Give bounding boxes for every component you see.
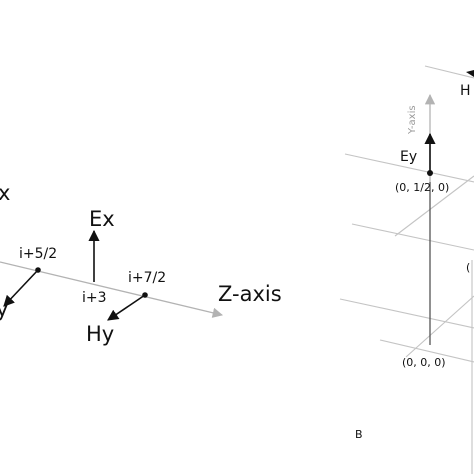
point-mid-y (427, 170, 433, 176)
z-axis-line (0, 261, 224, 318)
z-axis-label: Z-axis (218, 282, 282, 306)
grid-line-diagonal-lower (405, 295, 474, 358)
panel-letter-b: B (355, 428, 363, 441)
h-partial-label: H (460, 83, 471, 99)
point-label-origin: (0, 0, 0) (402, 356, 446, 369)
grid-line-bottom (379, 339, 474, 363)
grid-line-diagonal-upper (394, 175, 474, 237)
hy-label: Hy (86, 322, 114, 346)
ey-label: Ey (400, 149, 417, 165)
node-label-i-plus-7-2: i+7/2 (128, 270, 166, 286)
h-partial-arrowhead (466, 70, 474, 77)
grid-line-middle (351, 223, 474, 251)
node-label-i-plus-3: i+3 (82, 290, 107, 306)
partial-ex-label: x (0, 181, 10, 205)
point-label-partial-right: ( (466, 261, 470, 274)
node-label-i-plus-5-2: i+5/2 (19, 246, 57, 262)
ex-label: Ex (89, 207, 115, 231)
grid-line-top (424, 65, 474, 79)
panel-b: Y-axis H Ey (0, 1/2, 0) ( (0, 0, 0) B (339, 65, 474, 474)
point-label-mid-y: (0, 1/2, 0) (395, 181, 449, 194)
hy-vector-left (3, 269, 39, 307)
grid-line-upper (344, 153, 474, 183)
partial-hy-label: y (0, 297, 8, 321)
hy-vector (107, 294, 146, 321)
y-axis-label: Y-axis (407, 105, 418, 135)
grid-line-lower (339, 298, 474, 329)
panel-a: Z-axis x y i+5/2 Ex i+3 i+7/2 Hy (0, 181, 282, 346)
